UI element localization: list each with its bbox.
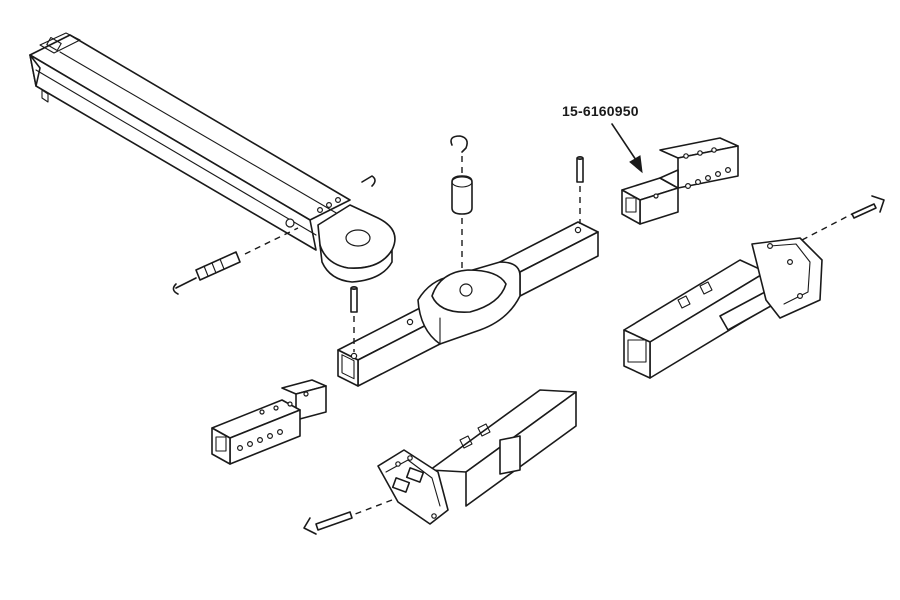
center-hub-crossmember <box>337 221 599 387</box>
arm-pin <box>172 227 299 295</box>
hub-bushing <box>451 156 473 280</box>
receiver-right <box>623 237 823 379</box>
part-number-label: 15-6160950 <box>562 103 639 119</box>
hub-pin-right <box>576 155 584 224</box>
snap-ring <box>450 135 468 153</box>
long-arm-tube <box>29 32 351 251</box>
hub-pin-left <box>350 285 358 352</box>
arm-clip <box>361 175 376 187</box>
receiver-bottom <box>377 389 577 525</box>
extension-insert-left <box>211 379 327 465</box>
extension-insert-callout <box>621 137 739 225</box>
arm-eye-lug <box>317 204 396 283</box>
receiver-bottom-bolt <box>303 499 393 535</box>
receiver-right-bolt <box>801 195 885 241</box>
callout-arrow <box>611 123 643 174</box>
